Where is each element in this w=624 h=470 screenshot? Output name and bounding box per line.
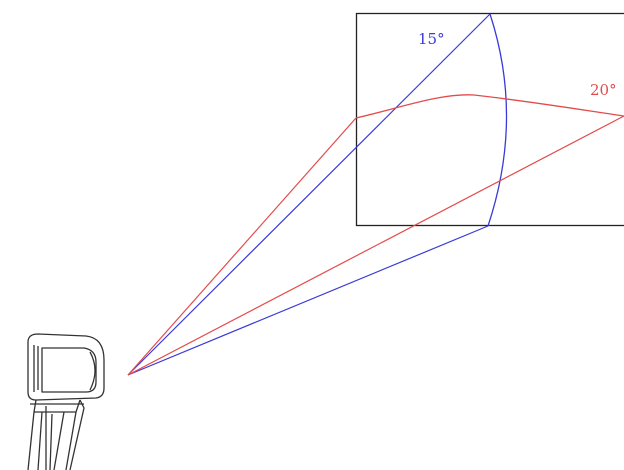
angle-label-20: 20° xyxy=(590,81,617,99)
blue-15-degree-cone xyxy=(127,13,508,376)
blue-lower-ray xyxy=(127,225,489,376)
blue-upper-ray xyxy=(127,13,491,376)
red-upper-ray xyxy=(127,117,357,376)
red-lower-ray xyxy=(127,115,624,376)
angle-label-15: 15° xyxy=(418,30,445,48)
red-20-degree-cone xyxy=(127,94,624,376)
target-rectangle xyxy=(355,12,624,227)
handheld-device-icon xyxy=(27,333,105,470)
blue-arc xyxy=(487,13,508,227)
red-arc xyxy=(355,94,624,119)
